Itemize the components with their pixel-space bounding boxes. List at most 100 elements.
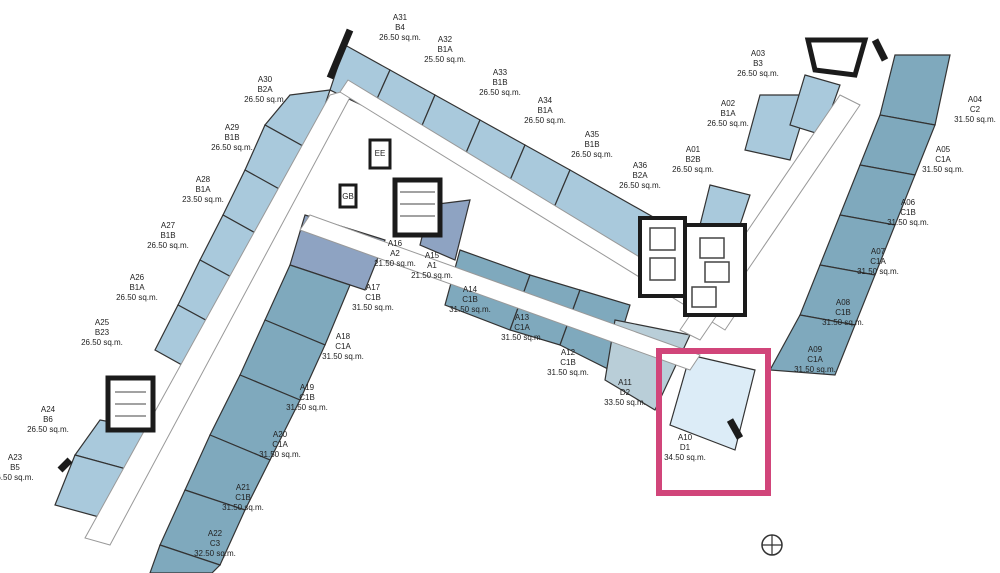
unit-area: 31.50 sq.m. bbox=[449, 305, 491, 314]
unit-area: 25.50 sq.m. bbox=[424, 55, 466, 64]
unit-type: C1A bbox=[514, 323, 530, 332]
unit-code: A04 bbox=[968, 95, 983, 104]
unit-area: 26.50 sq.m. bbox=[479, 88, 521, 97]
facade-walls bbox=[57, 28, 889, 473]
unit-code: A14 bbox=[463, 285, 478, 294]
unit-code: A33 bbox=[493, 68, 508, 77]
unit-type: C2 bbox=[970, 105, 981, 114]
unit-type: C1A bbox=[870, 257, 886, 266]
unit-type: C1B bbox=[235, 493, 251, 502]
unit-area: 23.50 sq.m. bbox=[182, 195, 224, 204]
unit-area: 31.50 sq.m. bbox=[222, 503, 264, 512]
unit-code: A23 bbox=[8, 453, 23, 462]
unit-area: 26.50 sq.m. bbox=[244, 95, 286, 104]
unit-area: 26.50 sq.m. bbox=[524, 116, 566, 125]
unit-type: B1B bbox=[492, 78, 507, 87]
unit-code: A12 bbox=[561, 348, 576, 357]
unit-type: C1A bbox=[807, 355, 823, 364]
unit-code: A11 bbox=[618, 378, 632, 387]
unit-type: B2A bbox=[257, 85, 273, 94]
unit-code: A24 bbox=[41, 405, 56, 414]
unit-area: 31.50 sq.m. bbox=[286, 403, 328, 412]
unit-area: 31.50 sq.m. bbox=[822, 318, 864, 327]
service-label-gb: GB bbox=[342, 192, 354, 201]
unit-type: B1B bbox=[224, 133, 239, 142]
unit-type: C1B bbox=[365, 293, 381, 302]
unit-area: 26.50 sq.m. bbox=[619, 181, 661, 190]
unit-block-a04 bbox=[879, 54, 951, 126]
unit-type: B2A bbox=[632, 171, 648, 180]
unit-code: A05 bbox=[936, 145, 951, 154]
unit-type: C1B bbox=[560, 358, 576, 367]
unit-type: B1B bbox=[160, 231, 175, 240]
unit-type: B1A bbox=[129, 283, 145, 292]
unit-type: B5 bbox=[10, 463, 20, 472]
unit-type: B4 bbox=[395, 23, 405, 32]
service-room-gb bbox=[338, 183, 358, 209]
unit-area: 26.50 sq.m. bbox=[81, 338, 123, 347]
unit-type: B1A bbox=[720, 109, 736, 118]
unit-type: C1A bbox=[335, 342, 351, 351]
unit-code: A03 bbox=[751, 49, 766, 58]
unit-type: B3 bbox=[753, 59, 763, 68]
unit-area: 26.50 sq.m. bbox=[211, 143, 253, 152]
unit-area: 26.50 sq.m. bbox=[116, 293, 158, 302]
unit-type: C1B bbox=[835, 308, 851, 317]
unit-code: A30 bbox=[258, 75, 273, 84]
unit-type: B1A bbox=[195, 185, 211, 194]
unit-code: A08 bbox=[836, 298, 851, 307]
unit-area: 31.50 sq.m. bbox=[887, 218, 929, 227]
unit-blocks bbox=[54, 44, 951, 573]
unit-area: 31.50 sq.m. bbox=[857, 267, 899, 276]
unit-code: A28 bbox=[196, 175, 211, 184]
unit-area: 6.50 sq.m. bbox=[0, 473, 34, 482]
unit-code: A35 bbox=[585, 130, 600, 139]
service-room-ee bbox=[368, 138, 392, 170]
unit-area: 26.50 sq.m. bbox=[379, 33, 421, 42]
unit-code: A21 bbox=[236, 483, 251, 492]
unit-area: 26.50 sq.m. bbox=[672, 165, 714, 174]
unit-area: 31.50 sq.m. bbox=[322, 352, 364, 361]
unit-area: 31.50 sq.m. bbox=[547, 368, 589, 377]
unit-type: C1B bbox=[462, 295, 478, 304]
unit-area: 26.50 sq.m. bbox=[27, 425, 69, 434]
unit-code: A06 bbox=[901, 198, 916, 207]
unit-area: 32.50 sq.m. bbox=[194, 549, 236, 558]
unit-type: C1B bbox=[299, 393, 315, 402]
unit-area: 21.50 sq.m. bbox=[411, 271, 453, 280]
unit-code: A13 bbox=[515, 313, 530, 322]
corridor-south-wing bbox=[299, 214, 701, 371]
unit-code: A10 bbox=[678, 433, 693, 442]
unit-area: 31.50 sq.m. bbox=[501, 333, 543, 342]
unit-type: C1A bbox=[935, 155, 951, 164]
unit-area: 31.50 sq.m. bbox=[954, 115, 996, 124]
unit-code: A17 bbox=[366, 283, 381, 292]
unit-code: A09 bbox=[808, 345, 823, 354]
unit-code: A18 bbox=[336, 332, 351, 341]
unit-code: A01 bbox=[686, 145, 701, 154]
